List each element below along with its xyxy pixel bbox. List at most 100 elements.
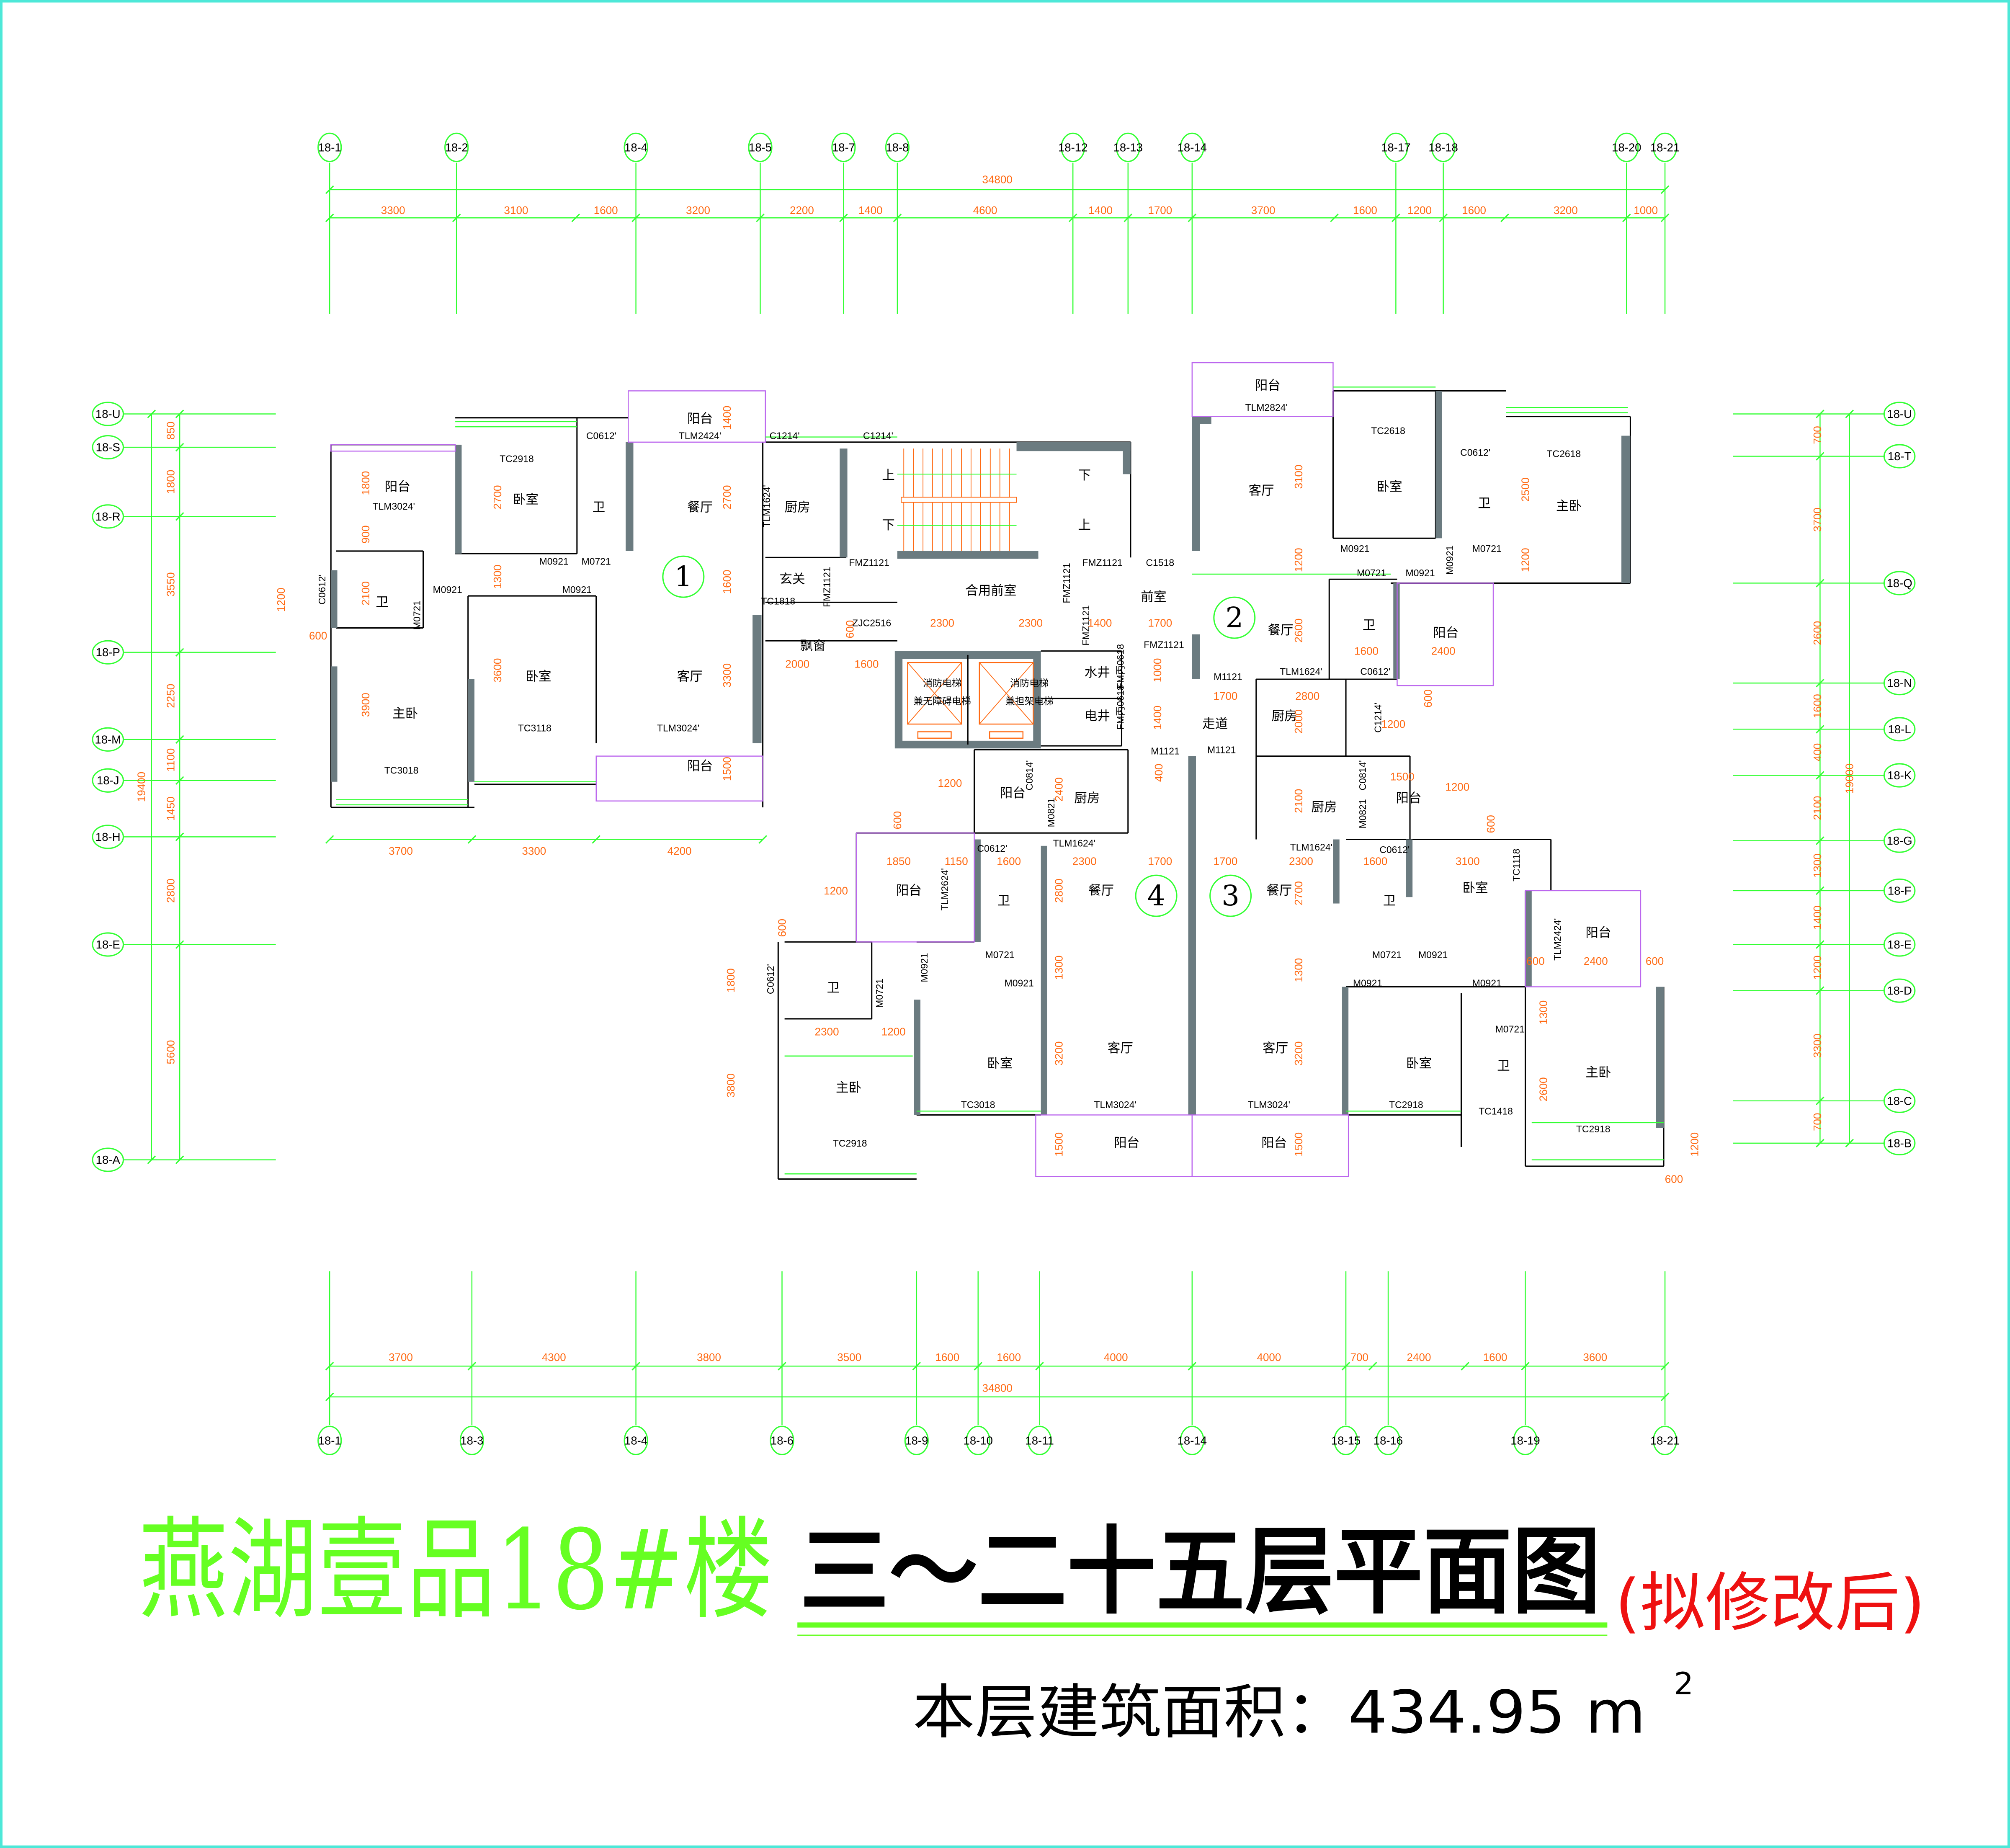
axis-right-label: 18-G xyxy=(1887,834,1912,847)
dimension-label: 2250 xyxy=(165,684,177,708)
dimension-label: 2600 xyxy=(1811,621,1824,645)
dimension-tick xyxy=(175,410,184,418)
wall-solid xyxy=(1333,839,1340,904)
axis-top-bubble xyxy=(885,132,910,162)
axis-top-bubble xyxy=(1384,132,1408,162)
dimension-tick xyxy=(175,940,184,949)
axis-top-label: 18-13 xyxy=(1113,141,1143,154)
axis-bottom-bubble xyxy=(770,1425,794,1456)
dimension-label: 34800 xyxy=(982,1381,1012,1394)
room-label: 阳台 xyxy=(687,759,713,774)
room-label: 客厅 xyxy=(677,669,703,684)
dimension-label: 2400 xyxy=(1053,777,1065,802)
dimension-tick xyxy=(912,1362,921,1371)
axis-left-label: 18-M xyxy=(95,733,121,746)
axis-left-label: 18-U xyxy=(95,407,121,420)
room-label: 餐厅 xyxy=(1268,623,1293,638)
dimension-label: 3900 xyxy=(359,693,372,717)
unit-number-circle xyxy=(1209,874,1252,917)
dimension-label: 3100 xyxy=(504,204,528,217)
room-label: 卧室 xyxy=(1377,479,1402,494)
dimension-label: 1600 xyxy=(935,1351,959,1363)
dimension-label: 2800 xyxy=(1295,690,1319,702)
dimension-tick xyxy=(974,1362,982,1371)
dimension-tick xyxy=(175,833,184,841)
dimension-tick xyxy=(1845,410,1854,418)
dimension-tick xyxy=(1845,1139,1854,1148)
door-window-code: TC2918 xyxy=(1389,1099,1423,1110)
dimension-label: 4000 xyxy=(1257,1351,1281,1363)
dimension-tick xyxy=(1816,579,1824,588)
axis-right-label: 18-T xyxy=(1888,450,1912,463)
axis-bottom-label: 18-1 xyxy=(318,1434,341,1447)
dimension-label: 2100 xyxy=(1811,796,1824,820)
door-window-code: C0612' xyxy=(765,964,776,994)
room-label: 餐厅 xyxy=(1266,883,1292,898)
door-window-code: M0721 xyxy=(582,556,611,567)
dimension-label: 2400 xyxy=(1431,645,1456,657)
wall-solid xyxy=(1123,442,1131,474)
dimension-tick xyxy=(1461,1362,1469,1371)
dimension-label: 3800 xyxy=(697,1351,721,1363)
wall-solid xyxy=(1041,845,1047,1115)
dimension-label: 600 xyxy=(844,620,856,638)
dimension-label: 600 xyxy=(1422,689,1434,707)
door-window-code: M0721 xyxy=(1495,1023,1525,1034)
dimension-label: 2000 xyxy=(1292,709,1305,734)
dimension-label: 2700 xyxy=(1292,881,1305,905)
axis-right-bubble xyxy=(1883,571,1916,595)
axis-top-label: 18-1 xyxy=(318,141,341,154)
door-window-code: C0814' xyxy=(1024,760,1035,791)
axis-bottom-label: 18-10 xyxy=(964,1434,993,1447)
dimension-label: 400 xyxy=(1152,764,1165,782)
axis-top-bubble xyxy=(1116,132,1140,162)
axis-left-label: 18-A xyxy=(96,1153,121,1166)
dimension-tick xyxy=(147,410,156,418)
axis-right-label: 18-E xyxy=(1887,938,1912,951)
door-window-code: TLM3024' xyxy=(1094,1099,1136,1110)
door-window-code: TLM2424' xyxy=(679,430,721,441)
wall-solid xyxy=(752,615,762,743)
dimension-label: 1200 xyxy=(1519,548,1531,572)
dimension-label: 3700 xyxy=(1251,204,1276,217)
axis-right-bubble xyxy=(1883,1088,1916,1113)
door-window-code: TLM2624' xyxy=(939,868,950,910)
dimension-label: 1200 xyxy=(824,884,848,897)
door-window-code: TLM3024' xyxy=(657,722,699,733)
door-window-code: M0721 xyxy=(1357,567,1386,578)
door-window-code: C1214' xyxy=(1373,703,1384,733)
dimension-label: 900 xyxy=(359,525,372,543)
room-label: 客厅 xyxy=(1108,1041,1133,1056)
dimension-label: 600 xyxy=(1665,1173,1683,1186)
unit-number-circle xyxy=(1135,874,1178,917)
axis-top-label: 18-21 xyxy=(1650,141,1680,154)
dimension-tick xyxy=(1521,1362,1530,1371)
axis-right-bubble xyxy=(1883,828,1916,853)
dimension-label: 2800 xyxy=(1053,879,1065,903)
door-window-code: M0721 xyxy=(874,979,885,1008)
axis-top-bubble xyxy=(1652,132,1678,162)
dimension-label: 2300 xyxy=(1018,616,1043,629)
dimension-tick xyxy=(1439,213,1448,222)
door-window-code: M0921 xyxy=(1005,977,1034,988)
room-label: 阳台 xyxy=(1255,379,1281,393)
dimension-label: 1500 xyxy=(1292,1132,1305,1157)
dimension-label: 1200 xyxy=(1811,956,1824,980)
dimension-label: 2100 xyxy=(359,581,372,606)
dimension-label: 1200 xyxy=(1292,548,1305,572)
room-label: 下 xyxy=(1078,468,1091,483)
axis-top-label: 18-14 xyxy=(1178,141,1207,154)
door-window-code: TC2918 xyxy=(500,454,534,464)
dimension-label: 1800 xyxy=(359,471,372,495)
room-label: 上 xyxy=(1078,518,1091,533)
dimension-label: 5600 xyxy=(165,1040,177,1064)
door-window-code: FM丙0618 xyxy=(1115,644,1126,689)
room-label: 卫 xyxy=(593,500,606,515)
axis-top-bubble xyxy=(624,132,648,162)
axis-left-label: 18-E xyxy=(96,938,120,951)
balcony-outline xyxy=(628,390,766,443)
dimension-tick xyxy=(1816,886,1824,895)
axis-top-bubble xyxy=(748,132,773,162)
unit-number: 2 xyxy=(1225,601,1243,634)
